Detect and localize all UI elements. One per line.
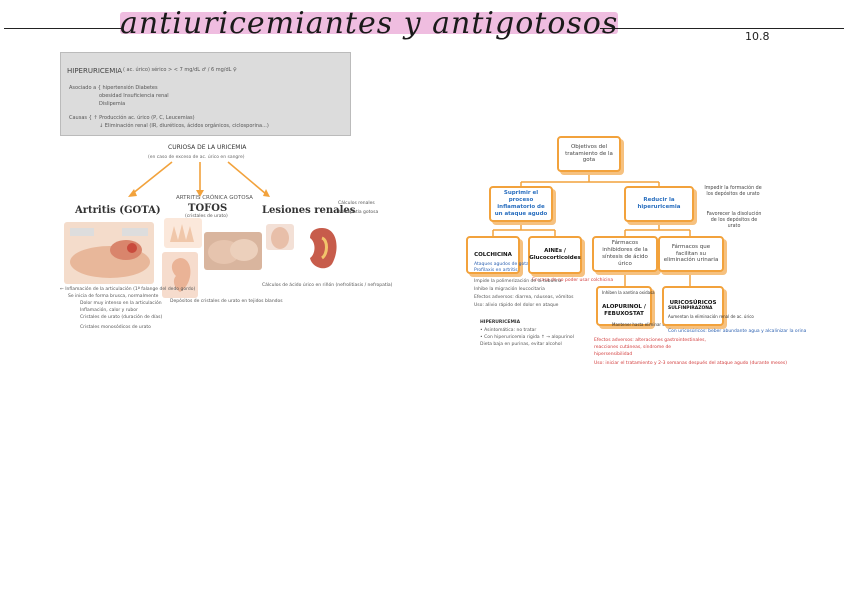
left-note-3: Efectos adversos: diarrea, náuseas, vómi… [474,295,574,300]
page-title: antiuricemiantes y antigotosos [120,6,619,41]
title-rule-right [600,28,844,29]
allopurinol-note-1: Inhiben la xantina oxidasa [602,290,655,295]
hyperuricemia-line2: obesidad Insuficiencia renal [99,93,169,99]
artritis-note-3: Dolor muy intenso en la articulación [80,301,162,306]
hyperuricemia-line1: Asociado a { hipertensión Diabetes [69,85,158,91]
hyperuricemia-title: HIPERURICEMIA [67,67,123,75]
node-facilitate-elimination: Fármacos que facilitan su eliminación ur… [658,236,724,272]
left-note-1: Impide la polimerización de la tubulina [474,279,562,284]
hands-image [204,232,262,270]
hyperuricemia-box: HIPERURICEMIA ( ac. úrico) sérico > < 7 … [60,52,351,136]
lesiones-note-2: Nefropatía gotosa [338,210,379,215]
page-number: 10.8 [745,30,770,43]
bottom-note: Uso: iniciar el tratamiento y 2-3 semana… [594,361,787,366]
hyperuricemia-definition: ( ac. úrico) sérico > < 7 mg/dL ♂ / 6 mg… [123,67,237,73]
node-uricosuricos: URICOSÚRICOS [662,286,724,326]
hiperuricemia-note-2: • Con hiperuricemia rigida ↑ → alopurino… [480,335,574,340]
ear-tophi-image [162,252,198,298]
artritis-title: Artritis (GOTA) [75,205,161,216]
red-note-2: reacciones cutáneas, síndrome de [594,345,672,350]
artritis-note-1: ← Inflamación de la articulación (1ª fal… [60,287,196,292]
hyperuricemia-line5: ↓ Eliminación renal (IR, diuréticos, áci… [99,123,269,129]
body-image [266,224,294,250]
tofos-header: ARTRITIS CRÓNICA GOTOSA [176,195,253,201]
foot-gout-image [64,222,154,284]
colchicina-note-2: Profilaxis en artritis [474,268,518,273]
tofos-note: Depósitos de cristales de urato en tejid… [170,299,283,304]
curiosa-subtitle: (en caso de exceso de ac. úrico en sangr… [148,155,245,160]
artritis-note-6: Cristales monosódicos de urato [80,325,151,330]
allopurinol-note-2: Mantener hasta eliminar tofos [612,322,673,327]
node-reduce-hyperuricemia: Reducir la hiperuricemia [624,186,694,222]
lesiones-note-1: Cálculos renales [338,201,375,206]
artritis-note-4: Inflamación, calor y rubor [80,308,138,313]
blue-note: Con uricosúricos: beber abundante agua y… [668,329,807,334]
left-note-2: Inhibe la migración leucocitaria [474,287,545,292]
colchicina-note-1: Ataques agudos de gota [474,262,529,267]
artritis-note-5: Cristales de urato (duración de días) [80,315,163,320]
hyperuricemia-line3: Dislipemia [99,101,126,107]
lesiones-note-bottom: Cálculos de ácido úrico en riñón (nefrol… [262,283,393,288]
left-note-4: Uso: alivio rápido del dolor en ataque [474,303,559,308]
node-suppress-inflammation: Suprimir el proceso inflamatorio de un a… [489,186,553,222]
hiperuricemia-note-1: • Asintomática: no tratar [480,328,537,333]
kidney-image [302,224,342,272]
node-inhibit-synthesis: Fármacos inhibidores de la síntesis de á… [592,236,658,272]
hiperuricemia-subtitle: HIPERURICEMIA [480,320,521,325]
uricosuricos-note: Aumentan la eliminación renal de ac. úri… [668,314,754,319]
right-note-2: Favorecer la disolución de los depósitos… [706,212,762,230]
hand-tophi-image [164,218,202,248]
tofos-subtitle: (cristales de urato) [185,214,228,219]
lesiones-title: Lesiones renales [262,205,356,216]
node-colchicina: COLCHICINA [466,236,520,274]
aines-note: En caso de no poder usar colchicina [532,278,614,283]
curiosa-title: CURIOSA DE LA URICEMIA [168,144,247,151]
hiperuricemia-note-3: Dieta baja en purinas, evitar alcohol [480,342,562,347]
right-note-1: Impedir la formación de los depósitos de… [704,186,762,198]
artritis-note-2: Se inicia de forma brusca, normalmente [68,294,159,299]
node-aines: AINEs / Glucocorticoides [528,236,582,274]
hyperuricemia-line4: Causas { ↑ Producción ac. úrico (P, C, L… [69,115,195,121]
red-note-3: hipersensibilidad [594,352,633,357]
node-root: Objetivos del tratamiento de la gota [557,136,621,172]
tofos-title: TOFOS [188,203,228,214]
node-allopurinol: ALOPURINOL / FEBUXOSTAT [596,286,652,326]
title-rule-left [4,28,122,29]
red-note-1: Efectos adversos: alteraciones gastroint… [594,338,706,343]
uricosuricos-sub: SULFINPIRAZONA [668,306,713,311]
